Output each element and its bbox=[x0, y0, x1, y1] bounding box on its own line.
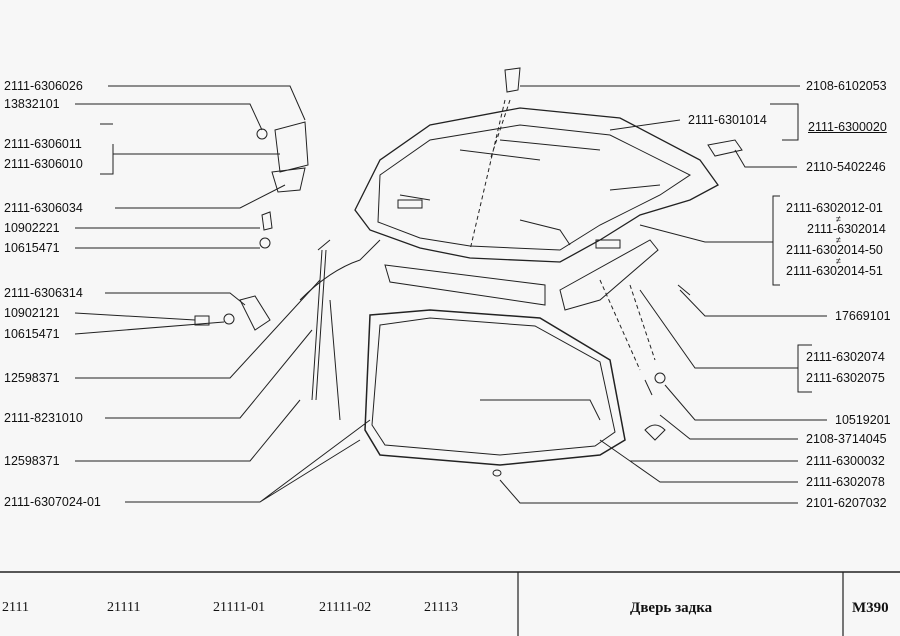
part-label: 2111-6306010 bbox=[4, 157, 83, 171]
not-equal-mark: ≠ bbox=[836, 235, 841, 245]
leader-lines-right bbox=[499, 85, 827, 504]
part-label: 2111-6302014-51 bbox=[786, 264, 883, 278]
lamp-opening bbox=[397, 199, 423, 209]
part-label: 2111-6302078 bbox=[806, 475, 885, 489]
part-label: 2111-6306034 bbox=[4, 201, 83, 215]
part-label: 2111-6301014 bbox=[688, 113, 767, 127]
model-code: 2111 bbox=[2, 600, 29, 615]
side-trim bbox=[559, 239, 659, 311]
model-code: 21111-02 bbox=[319, 600, 372, 615]
part-label: 2111-6307024-01 bbox=[4, 495, 101, 509]
assembly-label: 2111-6300020 bbox=[808, 120, 887, 134]
part-label: 10519201 bbox=[835, 413, 891, 427]
part-label: 10902121 bbox=[4, 306, 60, 320]
part-label: 10902221 bbox=[4, 221, 60, 235]
part-label: 2111-6302075 bbox=[806, 371, 885, 385]
model-code: 21113 bbox=[424, 600, 458, 615]
sheet-code: М390 bbox=[852, 600, 889, 616]
part-label: 17669101 bbox=[835, 309, 891, 323]
part-label: 2111-6300032 bbox=[806, 454, 885, 468]
lower-trim bbox=[384, 264, 546, 306]
part-label: 2111-6306026 bbox=[4, 79, 83, 93]
part-label: 2101-6207032 bbox=[806, 496, 887, 510]
part-label: 2108-6102053 bbox=[806, 79, 887, 93]
part-label: 2111-6302014-50 bbox=[786, 243, 883, 257]
part-label: 2111-6302074 bbox=[806, 350, 885, 364]
not-equal-mark: ≠ bbox=[836, 256, 841, 266]
not-equal-mark: ≠ bbox=[836, 214, 841, 224]
part-label: 2108-3714045 bbox=[806, 432, 887, 446]
part-label: 2111-6306011 bbox=[4, 137, 82, 151]
part-label: 2111-6302014 bbox=[807, 222, 886, 236]
tailgate-panel bbox=[354, 107, 719, 263]
hinge bbox=[271, 121, 309, 193]
part-label: 2111-8231010 bbox=[4, 411, 83, 425]
rear-window-seal bbox=[364, 309, 626, 466]
part-label: 10615471 bbox=[4, 241, 60, 255]
model-code: 21111 bbox=[107, 600, 141, 615]
clip bbox=[504, 67, 521, 93]
model-code: 21111-01 bbox=[213, 600, 266, 615]
leader-lines-left bbox=[74, 85, 371, 503]
part-label: 12598371 bbox=[4, 371, 60, 385]
gas-strut bbox=[311, 239, 331, 401]
part-label: 13832101 bbox=[4, 97, 60, 111]
part-label: 2111-6306314 bbox=[4, 286, 83, 300]
part-label: 2111-6302012-01 bbox=[786, 201, 883, 215]
part-label: 10615471 bbox=[4, 327, 60, 341]
part-label: 12598371 bbox=[4, 454, 60, 468]
diagram-title: Дверь задка bbox=[630, 600, 713, 616]
part-label: 2110-5402246 bbox=[806, 160, 886, 174]
